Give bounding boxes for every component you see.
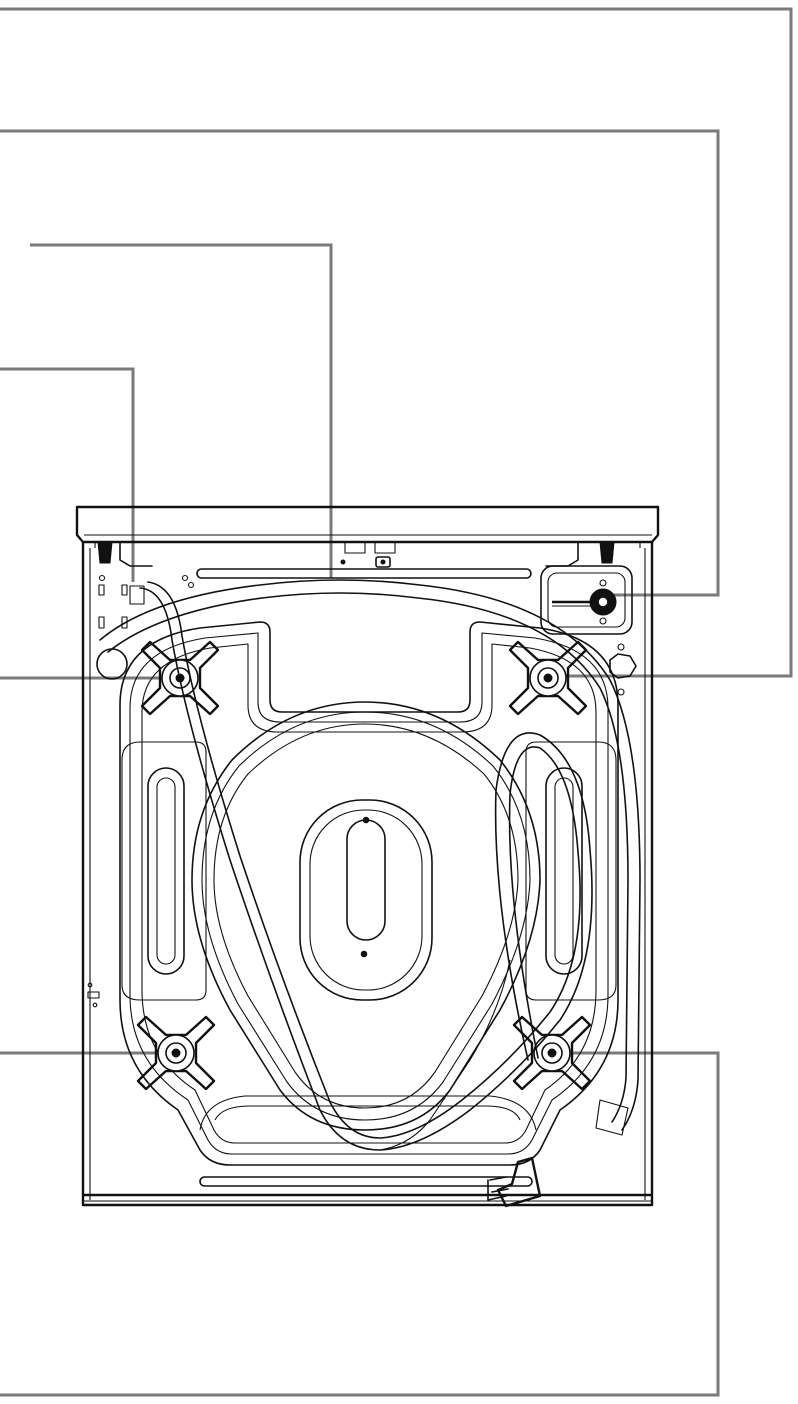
tub-back-panel	[119, 621, 619, 1166]
leader-power-cord	[0, 367, 135, 582]
leader-top-right-transit-bolt	[0, 7, 793, 678]
callout-leaders	[0, 7, 793, 1397]
bottom-left-transit-bolt	[136, 1015, 216, 1091]
leader-bottom-right-transit-bolt	[0, 1051, 720, 1397]
leader-drain-hose	[30, 243, 333, 578]
power-cord	[129, 581, 593, 1208]
top-right-transit-bolt	[508, 640, 588, 716]
bottom-right-transit-bolt	[512, 1015, 592, 1091]
inlet-valve	[540, 565, 637, 696]
machine-body	[75, 505, 660, 1207]
power-plug	[496, 1156, 542, 1208]
inlet-hose	[379, 959, 511, 1151]
top-lid	[75, 505, 660, 544]
leader-inlet-valve	[0, 129, 720, 597]
drain-hose	[99, 579, 641, 1136]
cabinet-outline	[81, 542, 654, 1207]
rear-cover	[191, 701, 541, 1131]
